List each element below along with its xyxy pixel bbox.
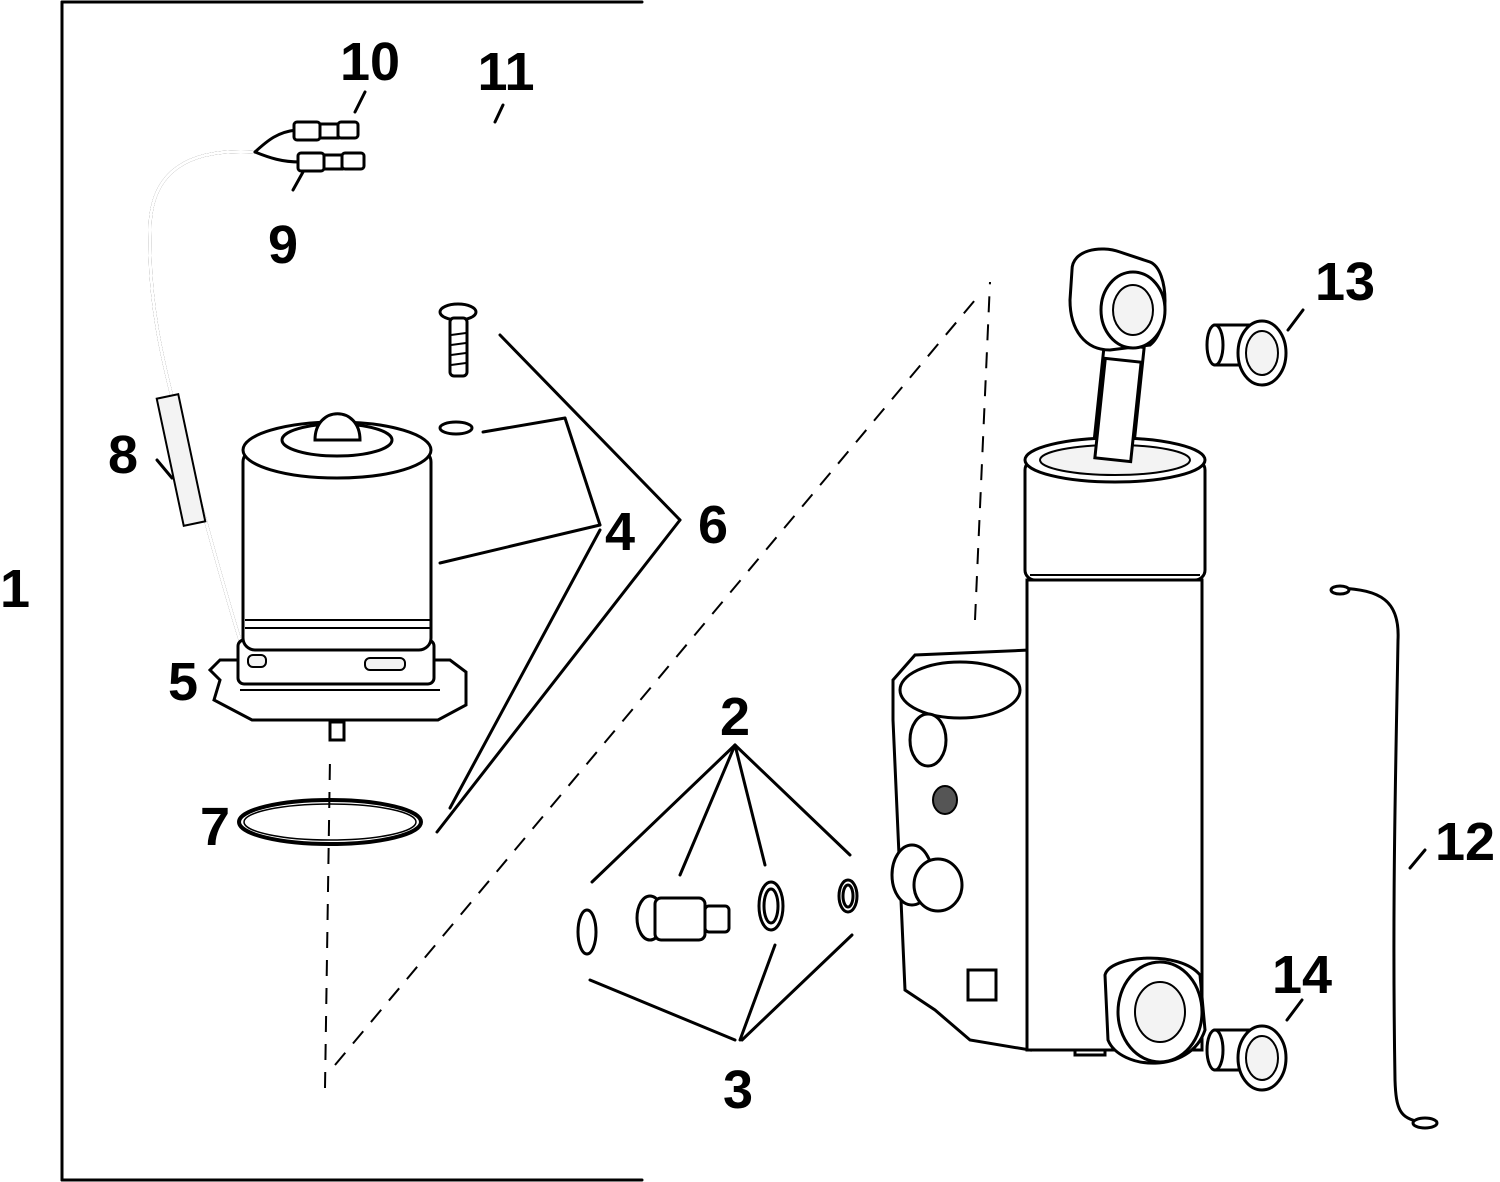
bushing-13: [1205, 319, 1288, 387]
callout-9: 9: [268, 215, 298, 275]
pump-motor: [207, 412, 468, 742]
assembly-bracket: [60, 0, 644, 1182]
valve-assembly: [576, 878, 859, 956]
connector-10: [292, 120, 360, 142]
callout-10: 10: [340, 32, 400, 92]
o-ring: [237, 798, 423, 846]
callout-14: 14: [1272, 945, 1332, 1005]
bushing-14: [1205, 1024, 1288, 1092]
callout-5: 5: [168, 652, 198, 712]
callout-7: 7: [200, 797, 230, 857]
callout-6: 6: [698, 495, 728, 555]
assembly-centerlines: [324, 281, 991, 1089]
callout-4: 4: [605, 502, 635, 562]
callout-12: 12: [1435, 812, 1495, 872]
callout-1: 1: [0, 559, 30, 619]
leader-lines: [155, 90, 1427, 1042]
callout-13: 13: [1315, 252, 1375, 312]
ground-wire: [1329, 584, 1439, 1130]
mounting-screw: [438, 302, 478, 378]
wire-harness: [148, 128, 302, 642]
connector-9: [296, 151, 366, 173]
callout-3: 3: [723, 1060, 753, 1120]
callout-2: 2: [720, 687, 750, 747]
trim-cylinder: [890, 247, 1207, 1065]
lock-washer: [438, 420, 474, 436]
callout-11: 11: [477, 42, 534, 102]
callout-labels: 1 2 3 4 5 6 7 8 9 10 11 12 13 14: [0, 32, 1495, 1120]
callout-8: 8: [108, 425, 138, 485]
